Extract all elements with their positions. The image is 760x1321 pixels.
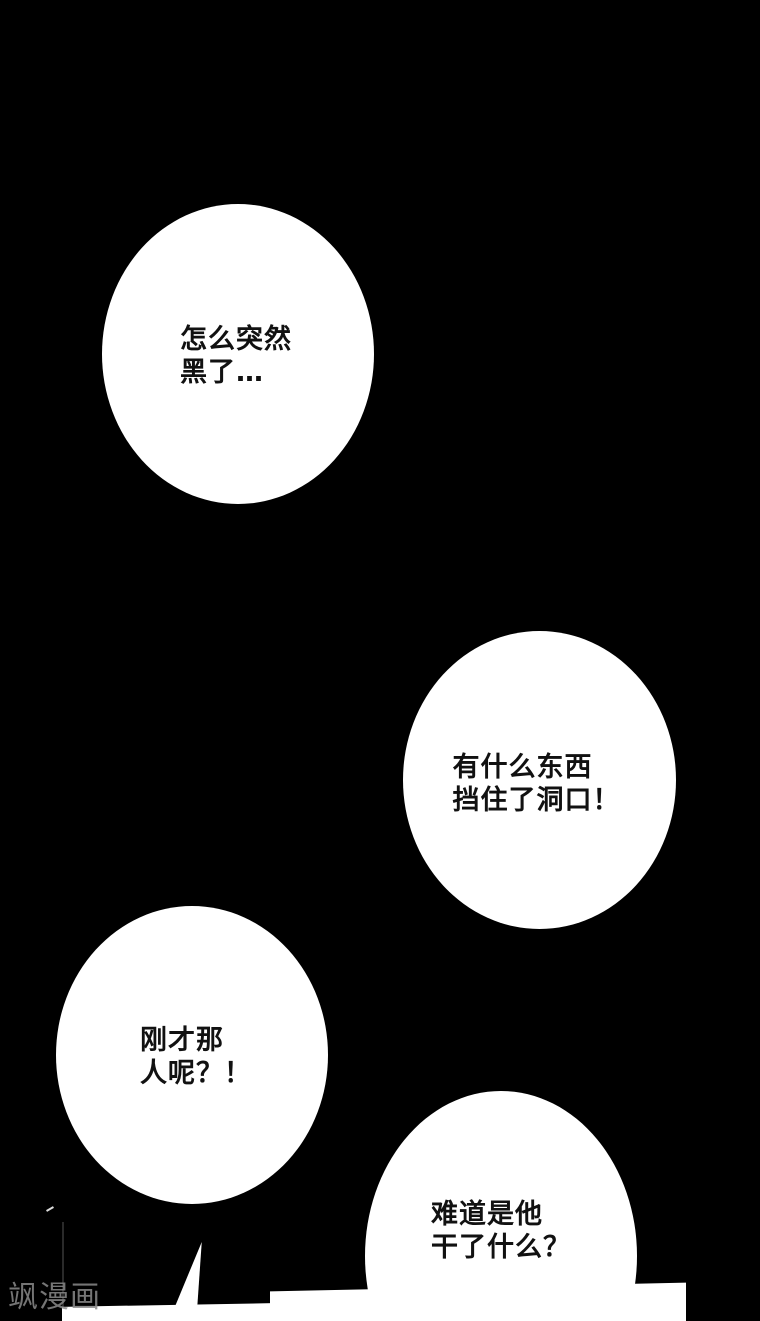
- speech-bubble-3: 刚才那 人呢？！: [56, 906, 328, 1204]
- speech-bubble-text: 刚才那 人呢？！: [140, 1025, 252, 1089]
- speech-bubble-text: 有什么东西 挡住了洞口！: [452, 752, 621, 816]
- spark-mark: [46, 1206, 54, 1212]
- speech-bubble-1: 怎么突然 黑了…: [102, 204, 374, 504]
- watermark-logo: 飒漫画: [8, 1280, 101, 1315]
- speech-bubble-text: 难道是他 干了什么？: [431, 1199, 571, 1263]
- speech-bubble-2: 有什么东西 挡住了洞口！: [403, 631, 676, 929]
- speech-bubble-text: 怎么突然 黑了…: [180, 324, 292, 388]
- panel-border: [62, 1222, 64, 1312]
- speech-bubble-4: 难道是他 干了什么？: [365, 1091, 637, 1321]
